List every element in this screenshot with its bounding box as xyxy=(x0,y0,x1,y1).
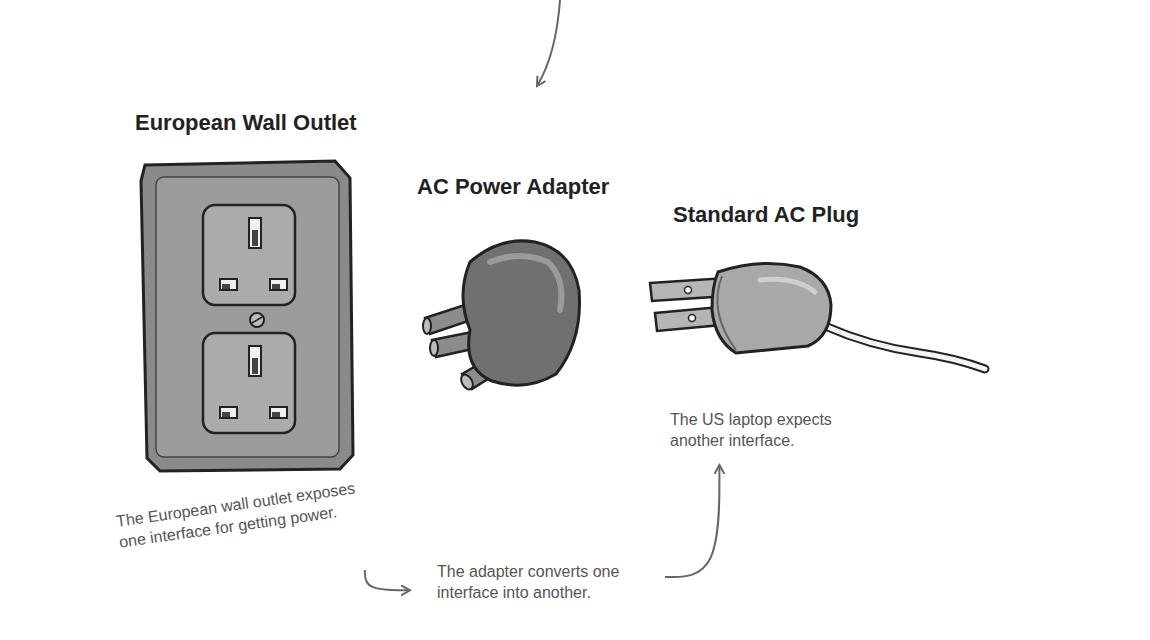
annotation-note: The European wall outlet exposes one int… xyxy=(115,475,386,553)
plug-drawing-part xyxy=(825,326,985,369)
plug-drawing-part xyxy=(685,287,692,294)
heading-text: AC Power Adapter xyxy=(417,174,609,200)
outlet-drawing-part xyxy=(252,317,262,323)
outlet-drawing-part xyxy=(203,205,295,305)
plug-drawing-part xyxy=(760,279,815,292)
adapter-drawing-part xyxy=(463,241,580,385)
text-holder: European Wall Outlet xyxy=(135,110,357,136)
plug-group: Standard AC PlugThe US laptop expects an… xyxy=(660,200,990,465)
outlet-drawing-part xyxy=(270,407,287,418)
outlet-drawing xyxy=(141,161,353,471)
outlet-drawing-part xyxy=(156,177,339,457)
outlet-drawing-part xyxy=(270,279,287,290)
annotation-note: The adapter converts one interface into … xyxy=(437,562,657,604)
text-holder: Standard AC Plug xyxy=(673,202,859,228)
pointer-arrow xyxy=(537,0,560,86)
outlet-drawing-part xyxy=(220,279,237,290)
heading-text: Standard AC Plug xyxy=(673,202,859,228)
curved-arrow xyxy=(365,570,410,590)
adapter-drawing-part xyxy=(490,256,562,310)
text-holder: AC Power Adapter xyxy=(417,174,609,200)
pointer-arrow-part xyxy=(537,0,560,86)
text-holder: The adapter converts one interface into … xyxy=(437,562,657,604)
outlet-drawing-part xyxy=(252,358,258,374)
outlet-drawing-part xyxy=(141,161,353,471)
plug-drawing-part xyxy=(712,263,831,353)
plug-drawing xyxy=(650,263,985,369)
text-holder: The US laptop expects another interface. xyxy=(670,410,870,452)
outlet-drawing-part xyxy=(222,412,230,417)
plug-drawing-part xyxy=(689,315,696,322)
outlet-drawing-part xyxy=(220,407,237,418)
outlet-drawing-part xyxy=(272,284,280,289)
plug-drawing-part xyxy=(717,276,736,350)
annotation-note: The US laptop expects another interface. xyxy=(670,410,870,452)
outlet-drawing-part xyxy=(222,284,230,289)
outlet-drawing-part xyxy=(203,333,295,433)
adapter-drawing-part xyxy=(423,318,431,334)
adapter-drawing-part xyxy=(459,373,476,392)
heading-text: European Wall Outlet xyxy=(135,110,357,136)
outlet-drawing-part xyxy=(252,230,258,246)
plug-drawing-part xyxy=(825,326,985,369)
outlet-drawing-part xyxy=(249,346,261,376)
text-holder: The European wall outlet exposes one int… xyxy=(115,512,383,554)
adapter-group: AC Power AdapterThe adapter converts one… xyxy=(410,172,665,617)
adapter-drawing-part xyxy=(430,340,438,356)
outlet-drawing-part xyxy=(272,412,280,417)
outlet-drawing-part xyxy=(249,218,261,248)
outlet-drawing-part xyxy=(250,313,264,327)
outlet-group: European Wall OutletThe European wall ou… xyxy=(110,108,400,570)
adapter-drawing xyxy=(423,241,580,392)
curved-arrow xyxy=(665,465,719,577)
